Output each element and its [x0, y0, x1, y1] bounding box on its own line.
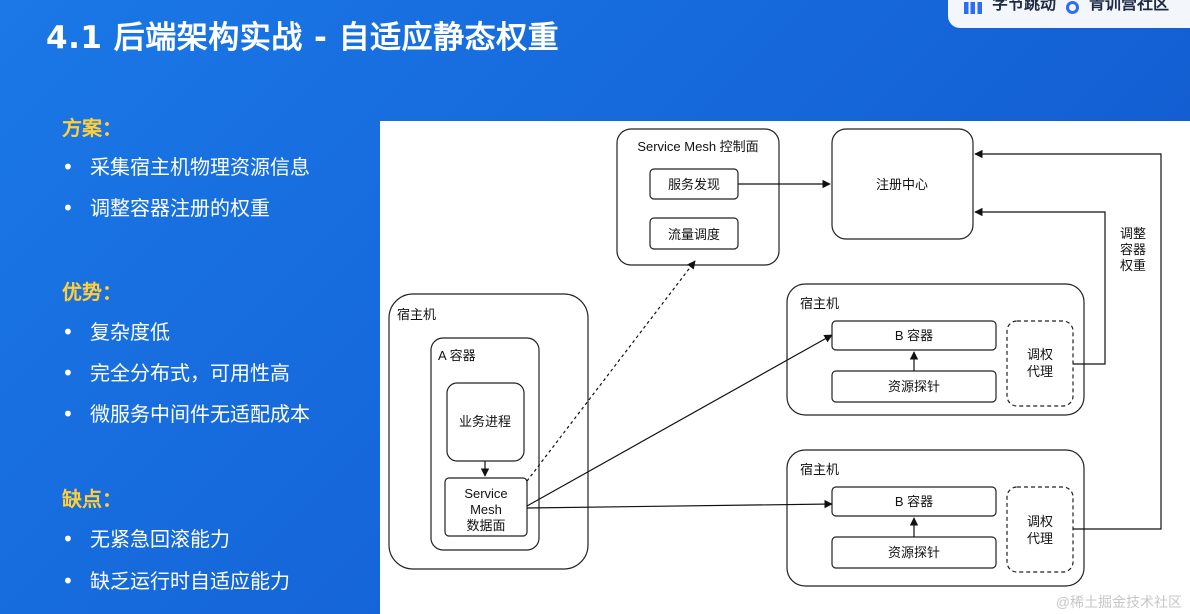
container-b-bottom-label: B 容器: [895, 494, 933, 509]
adjust-weight-line1: 调整: [1120, 226, 1146, 241]
host-top-label: 宿主机: [800, 296, 839, 311]
youth-camp-logo-icon: [1066, 1, 1080, 14]
bullet-text: 微服务中间件无适配成本: [90, 402, 310, 426]
bullet-dot: •: [62, 196, 74, 220]
bullet-item: • 完全分布式，可用性高: [62, 357, 290, 386]
data-plane-label-line3: 数据面: [466, 518, 505, 533]
section-heading-disadvantages: 缺点：: [62, 487, 122, 511]
weight-proxy-top-line2: 代理: [1027, 364, 1053, 379]
host-bottom-box: [786, 449, 1085, 587]
arrow-dataplane-to-host-bottom: [526, 499, 833, 509]
slide-title: 4.1 后端架构实战 - 自适应静态权重: [46, 20, 560, 56]
bullet-text: 无紧急回滚能力: [90, 527, 230, 551]
bullet-dot: •: [62, 155, 74, 179]
control-plane-label: Service Mesh 控制面: [637, 139, 758, 154]
host-bottom-label: 宿主机: [800, 462, 839, 477]
host-top-box: [786, 283, 1085, 416]
bullet-item: • 采集宿主机物理资源信息: [62, 151, 310, 180]
control-plane-box: [616, 128, 780, 266]
container-a-label: A 容器: [438, 348, 476, 363]
brand-left-label: 字节跳动: [992, 0, 1057, 13]
host-left-box: [388, 293, 589, 570]
architecture-diagram: Service Mesh 控制面 服务发现 流量调度 注册中心 宿主机 A 容器…: [380, 121, 1190, 614]
data-plane-label-line1: Service: [464, 486, 507, 501]
data-plane-box: [444, 477, 528, 537]
weight-proxy-top-line1: 调权: [1027, 347, 1053, 362]
section-heading-plan: 方案：: [62, 116, 122, 140]
bullet-item: • 微服务中间件无适配成本: [62, 398, 310, 427]
bullet-text: 缺乏运行时自适应能力: [90, 569, 290, 593]
adjust-weight-line2: 容器: [1120, 242, 1146, 257]
arrow-proxy-bottom-to-registry: [974, 149, 1162, 530]
bytedance-logo-icon: [964, 2, 982, 14]
arrow-dataplane-to-host-top: [526, 334, 833, 507]
resource-probe-bottom-label: 资源探针: [888, 545, 940, 560]
weight-proxy-bottom-line2: 代理: [1027, 531, 1053, 546]
service-discovery-label: 服务发现: [668, 177, 720, 192]
bullet-item: • 无紧急回滚能力: [62, 523, 230, 552]
resource-probe-top-label: 资源探针: [888, 379, 940, 394]
registry-box: [831, 128, 974, 240]
bullet-dot: •: [62, 320, 74, 344]
weight-proxy-bottom-line1: 调权: [1027, 514, 1053, 529]
business-process-label: 业务进程: [459, 414, 511, 429]
arrow-dataplane-to-control-dotted: [526, 260, 696, 482]
bullet-item: • 复杂度低: [62, 316, 170, 345]
host-left-label: 宿主机: [397, 307, 436, 322]
registry-label: 注册中心: [876, 177, 928, 192]
traffic-scheduling-box: [649, 217, 739, 250]
bullet-dot: •: [62, 527, 74, 551]
brand-right-label: 青训营社区: [1089, 0, 1170, 13]
brand-badge: 字节跳动 青训营社区: [948, 0, 1190, 28]
traffic-scheduling-label: 流量调度: [668, 227, 720, 242]
bullet-text: 复杂度低: [90, 320, 170, 344]
bullet-text: 采集宿主机物理资源信息: [90, 155, 310, 179]
data-plane-label-line2: Mesh: [470, 502, 502, 517]
container-a-box: [430, 337, 540, 551]
diagram-svg: Service Mesh 控制面 服务发现 流量调度 注册中心 宿主机 A 容器…: [388, 128, 1182, 610]
bullet-dot: •: [62, 569, 74, 593]
watermark: @稀土掘金技术社区: [1056, 594, 1182, 610]
container-b-top-label: B 容器: [895, 328, 933, 343]
section-heading-advantages: 优势：: [62, 280, 122, 304]
bullet-text: 调整容器注册的权重: [90, 196, 270, 220]
bullet-item: • 缺乏运行时自适应能力: [62, 565, 290, 594]
arrow-proxy-top-to-registry: [974, 207, 1106, 365]
bullet-text: 完全分布式，可用性高: [90, 361, 290, 385]
bullet-dot: •: [62, 361, 74, 385]
bullet-item: • 调整容器注册的权重: [62, 192, 270, 221]
adjust-weight-line3: 权重: [1120, 258, 1146, 273]
weight-proxy-bottom-box: [1006, 486, 1074, 573]
bullet-dot: •: [62, 402, 74, 426]
